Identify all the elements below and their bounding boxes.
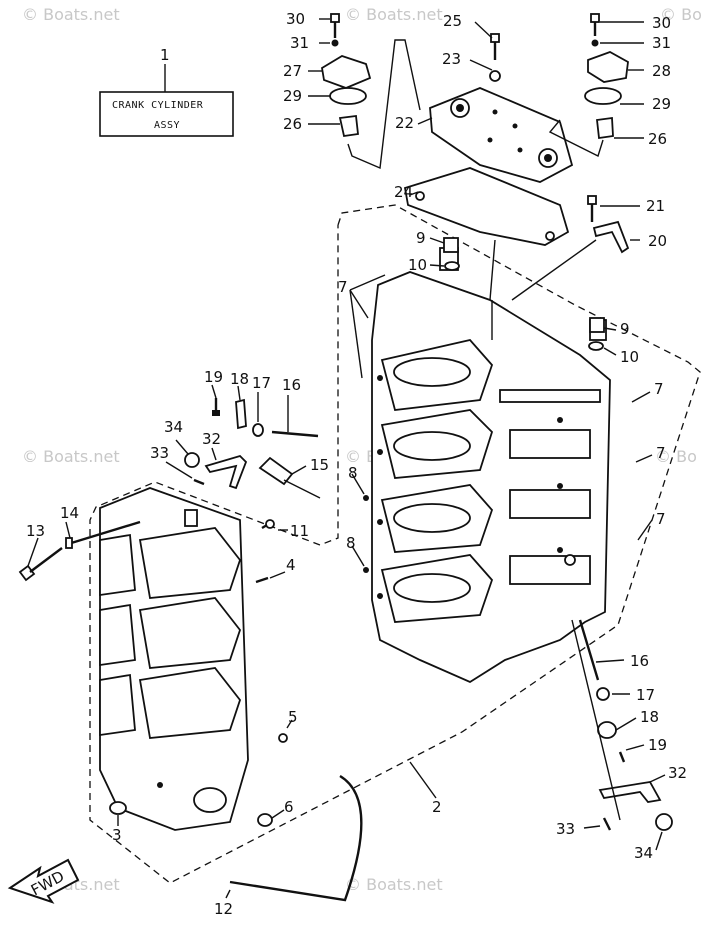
callout-label: 10 xyxy=(620,348,639,366)
callout-label: 30 xyxy=(652,14,671,32)
callout-label: 19 xyxy=(204,368,223,386)
callout-label: 28 xyxy=(652,62,671,80)
loose-parts-left xyxy=(18,398,369,902)
callout-1: 1 xyxy=(160,46,170,64)
callout-label: 20 xyxy=(648,232,667,250)
fwd-arrow-icon: FWD xyxy=(7,858,80,904)
callout-label: 22 xyxy=(395,114,414,132)
callout-label: 15 xyxy=(310,456,329,474)
callout-label: 32 xyxy=(668,764,687,782)
assembly-title-box: 1 CRANK CYLINDER ASSY xyxy=(99,46,234,137)
callout-label: 34 xyxy=(164,418,183,436)
loose-parts-right xyxy=(443,237,673,831)
callout-label: 19 xyxy=(648,736,667,754)
title-line-1: CRANK CYLINDER xyxy=(112,100,204,111)
callout-label: 17 xyxy=(252,374,271,392)
callout-label: 13 xyxy=(26,522,45,540)
callout-label: 23 xyxy=(442,50,461,68)
callout-label: 14 xyxy=(60,504,79,522)
callout-label: 16 xyxy=(630,652,649,670)
callout-label: 33 xyxy=(150,444,169,462)
callout-label: 32 xyxy=(202,430,221,448)
callout-label: 8 xyxy=(348,464,358,482)
callout-label: 2 xyxy=(432,798,442,816)
leader-lines xyxy=(27,18,666,899)
callout-label: 17 xyxy=(636,686,655,704)
callout-label: 27 xyxy=(283,62,302,80)
watermark: © Bo xyxy=(660,5,702,24)
callout-label: 7 xyxy=(656,510,666,528)
callout-label: 30 xyxy=(286,10,305,28)
callout-label: 11 xyxy=(290,522,309,540)
callout-label: 4 xyxy=(286,556,296,574)
watermark: © Boats.net xyxy=(345,875,443,894)
callout-label: 9 xyxy=(416,229,426,247)
callout-labels: 30 31 27 29 26 25 23 22 24 30 31 28 29 2… xyxy=(26,10,687,918)
watermark: © Boats.net xyxy=(345,5,443,24)
callout-label: 12 xyxy=(214,900,233,918)
callout-label: 9 xyxy=(620,320,630,338)
callout-label: 21 xyxy=(646,197,665,215)
callout-label: 5 xyxy=(288,708,298,726)
callout-label: 24 xyxy=(394,183,413,201)
callout-label: 16 xyxy=(282,376,301,394)
crankcase-half xyxy=(99,487,249,831)
assembly-outline xyxy=(89,204,701,884)
callout-label: 33 xyxy=(556,820,575,838)
callout-label: 7 xyxy=(338,278,348,296)
callout-label: 7 xyxy=(656,444,666,462)
watermark: © Boats.net xyxy=(22,5,120,24)
title-line-2: ASSY xyxy=(154,120,180,131)
callout-label: 18 xyxy=(230,370,249,388)
callout-label: 3 xyxy=(112,826,122,844)
callout-label: 29 xyxy=(652,95,671,113)
callout-label: 18 xyxy=(640,708,659,726)
watermark: © Boats.net xyxy=(22,447,120,466)
callout-label: 34 xyxy=(634,844,653,862)
callout-label: 29 xyxy=(283,87,302,105)
callout-label: 6 xyxy=(284,798,294,816)
callout-label: 7 xyxy=(654,380,664,398)
callout-label: 26 xyxy=(283,115,302,133)
callout-label: 31 xyxy=(290,34,309,52)
callout-label: 26 xyxy=(648,130,667,148)
watermark: © Bo xyxy=(655,447,697,466)
exhaust-cover-group xyxy=(321,13,630,301)
callout-label: 25 xyxy=(443,12,462,30)
callout-label: 8 xyxy=(346,534,356,552)
callout-label: 10 xyxy=(408,256,427,274)
cylinder-block xyxy=(371,239,611,684)
callout-label: 31 xyxy=(652,34,671,52)
